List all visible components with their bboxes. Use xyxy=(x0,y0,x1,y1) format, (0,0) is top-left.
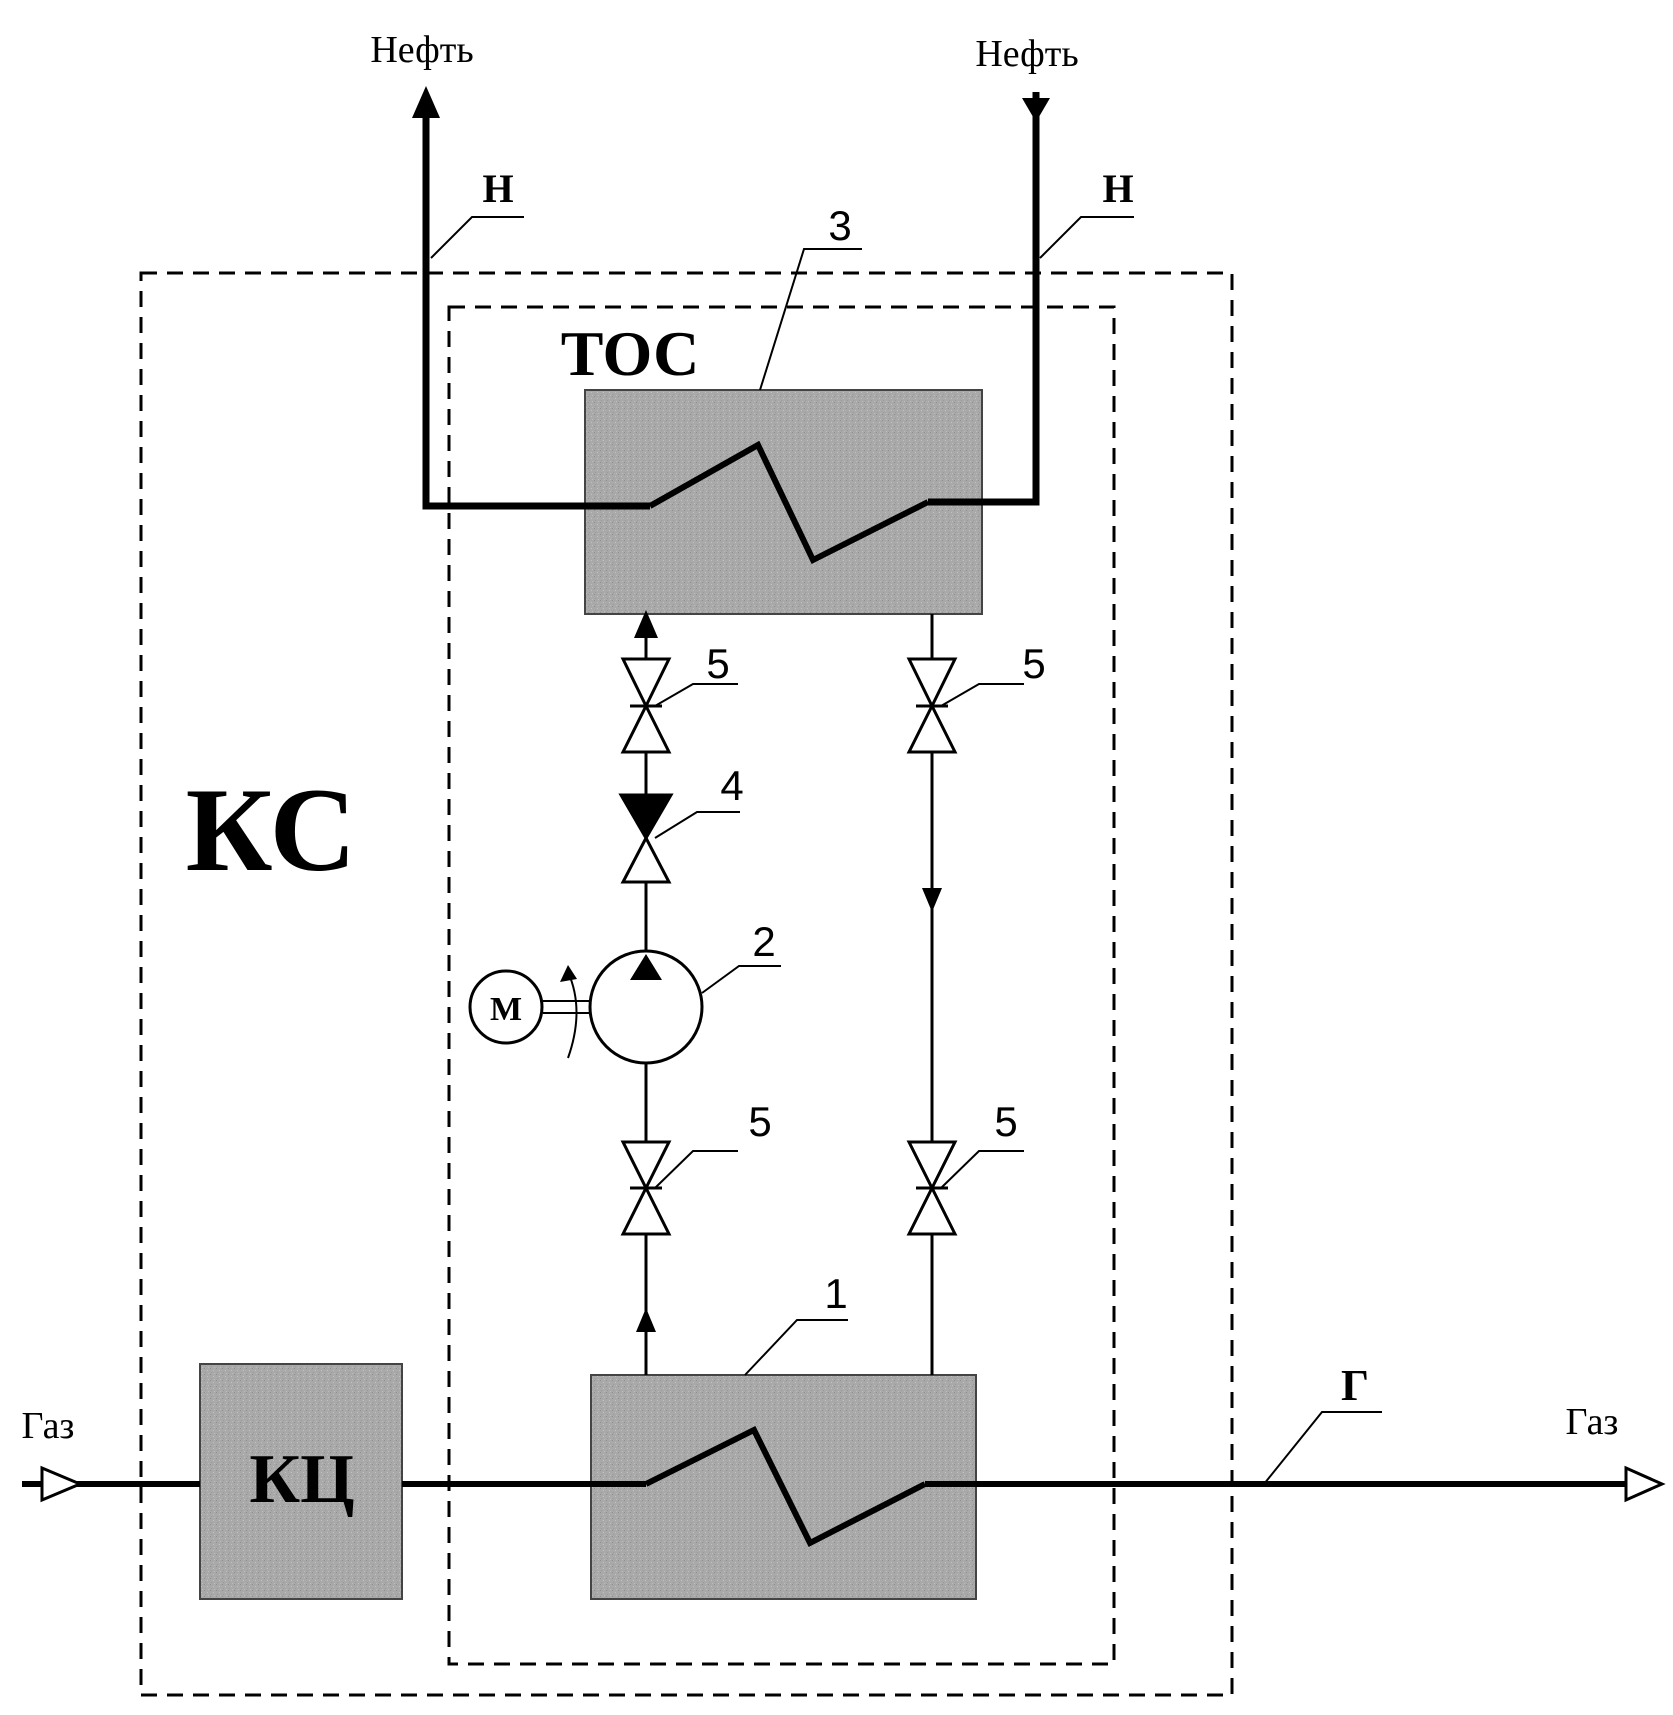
callout-5-top-right: 5 xyxy=(1022,640,1045,687)
subsystem-label: ТОС xyxy=(561,318,700,389)
valve-top-right xyxy=(909,659,955,752)
oil-in-label: Нефть xyxy=(975,33,1078,75)
valve-bottom-right xyxy=(909,1142,955,1234)
gas-out-arrow xyxy=(1626,1468,1662,1500)
gas-line-label: Г xyxy=(1341,1361,1369,1410)
gas-in-arrow xyxy=(42,1468,80,1500)
rotation-arrowhead xyxy=(560,965,577,982)
supply-arrow-bottom xyxy=(636,1308,656,1332)
callout-5-bottom-left: 5 xyxy=(748,1098,771,1145)
gas-out-label: Газ xyxy=(1566,1401,1619,1443)
motor-label: М xyxy=(490,991,522,1028)
oil-out-arrow xyxy=(412,86,440,118)
oil-in-arrow xyxy=(1022,98,1050,122)
callout-3: 3 xyxy=(828,202,851,249)
return-arrow xyxy=(922,888,942,912)
callout-1: 1 xyxy=(824,1270,847,1317)
compressor-label: КЦ xyxy=(249,1441,354,1518)
callout-5-top-left: 5 xyxy=(706,640,729,687)
callout-2: 2 xyxy=(752,918,775,965)
oil-out-label: Нефть xyxy=(370,29,473,71)
callout-4: 4 xyxy=(720,762,743,809)
station-label: КС xyxy=(186,763,357,896)
rotation-arrow-icon xyxy=(568,972,577,1058)
valve-bottom-left xyxy=(623,1142,669,1234)
valve-top-left xyxy=(623,659,669,752)
check-valve xyxy=(621,795,671,882)
oil-line-left-label: Н xyxy=(482,166,513,211)
oil-line-right-label: Н xyxy=(1102,166,1133,211)
callout-5-bottom-right: 5 xyxy=(994,1098,1017,1145)
gas-in-label: Газ xyxy=(22,1405,75,1447)
